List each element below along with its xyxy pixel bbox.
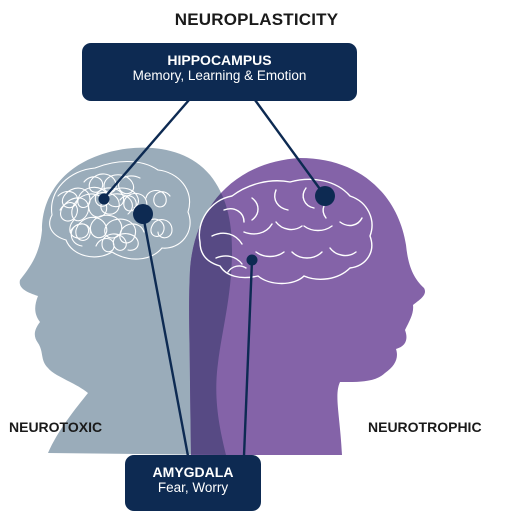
amygdala-dot-right — [247, 255, 258, 266]
hippocampus-dot-left — [99, 194, 110, 205]
amygdala-heading: AMYGDALA — [125, 464, 261, 480]
hippocampus-box: HIPPOCAMPUS Memory, Learning & Emotion — [82, 43, 357, 101]
amygdala-box: AMYGDALA Fear, Worry — [125, 455, 261, 511]
neurotrophic-label: NEUROTROPHIC — [368, 419, 482, 435]
hippocampus-heading: HIPPOCAMPUS — [82, 52, 357, 68]
amygdala-dot-left — [133, 204, 153, 224]
hippocampus-dot-right — [315, 186, 335, 206]
neurotoxic-label: NEUROTOXIC — [9, 419, 102, 435]
amygdala-description: Fear, Worry — [125, 480, 261, 495]
hippocampus-description: Memory, Learning & Emotion — [82, 68, 357, 83]
